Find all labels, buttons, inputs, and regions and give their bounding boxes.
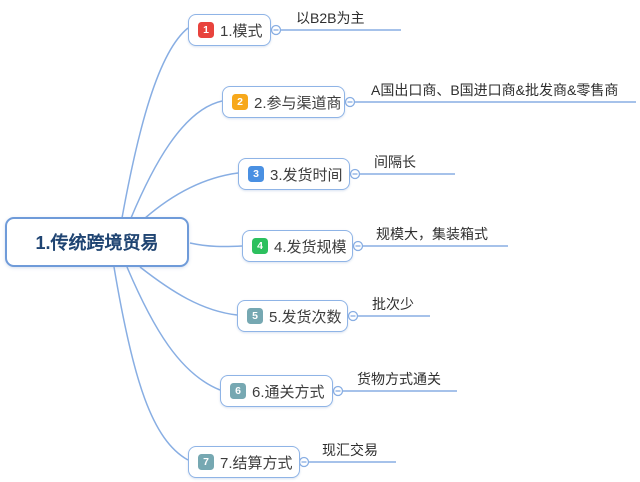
collapse-toggles <box>270 24 364 468</box>
priority-badge-7: 7 <box>198 454 214 470</box>
leaf-node-2[interactable]: A国出口商、B国进口商&批发商&零售商 <box>371 82 619 98</box>
branch-node-5[interactable]: 5 5.发货次数 <box>237 300 348 332</box>
priority-badge-1: 1 <box>198 22 214 38</box>
curve-to-branch-5 <box>139 266 238 316</box>
branch-node-5-label: 5.发货次数 <box>269 308 342 326</box>
branch-node-2-label: 2.参与渠道商 <box>254 94 342 112</box>
branch-node-6[interactable]: 6 6.通关方式 <box>220 375 333 407</box>
priority-badge-4: 4 <box>252 238 268 254</box>
curve-to-branch-1 <box>121 27 189 219</box>
curve-to-branch-7 <box>113 266 189 461</box>
branch-curves <box>113 27 243 461</box>
leaf-node-1[interactable]: 以B2B为主 <box>296 10 365 26</box>
collapse-toggle-6[interactable] <box>332 385 344 397</box>
curve-to-branch-3 <box>143 172 239 220</box>
priority-badge-2: 2 <box>232 94 248 110</box>
branch-node-1-label: 1.模式 <box>220 22 263 40</box>
curve-to-branch-6 <box>126 266 221 391</box>
leaf-node-5[interactable]: 批次少 <box>372 296 414 312</box>
root-node-label: 1.传统跨境贸易 <box>35 233 159 253</box>
curve-to-branch-2 <box>130 100 223 219</box>
branch-node-2[interactable]: 2 2.参与渠道商 <box>222 86 345 118</box>
collapse-toggle-1[interactable] <box>270 24 282 36</box>
branch-node-3-label: 3.发货时间 <box>270 166 343 184</box>
branch-node-7[interactable]: 7 7.结算方式 <box>188 446 300 478</box>
branch-node-4-label: 4.发货规模 <box>274 238 347 256</box>
priority-badge-6: 6 <box>230 383 246 399</box>
branch-node-6-label: 6.通关方式 <box>252 383 325 401</box>
curve-to-branch-4 <box>189 242 243 248</box>
branch-node-7-label: 7.结算方式 <box>220 454 293 472</box>
collapse-toggle-5[interactable] <box>347 310 359 322</box>
collapse-toggle-3[interactable] <box>349 168 361 180</box>
leaf-node-6[interactable]: 货物方式通关 <box>357 371 441 387</box>
branch-node-3[interactable]: 3 3.发货时间 <box>238 158 350 190</box>
leaf-node-4[interactable]: 规模大，集装箱式 <box>376 226 488 242</box>
leaf-node-7[interactable]: 现汇交易 <box>322 442 378 458</box>
leaf-node-3[interactable]: 间隔长 <box>374 154 416 170</box>
leaf-lines <box>281 29 636 463</box>
root-node[interactable]: 1.传统跨境贸易 <box>5 217 189 267</box>
priority-badge-3: 3 <box>248 166 264 182</box>
priority-badge-5: 5 <box>247 308 263 324</box>
collapse-toggle-7[interactable] <box>298 456 310 468</box>
collapse-toggle-4[interactable] <box>352 240 364 252</box>
branch-node-4[interactable]: 4 4.发货规模 <box>242 230 353 262</box>
branch-node-1[interactable]: 1 1.模式 <box>188 14 271 46</box>
collapse-toggle-2[interactable] <box>344 96 356 108</box>
